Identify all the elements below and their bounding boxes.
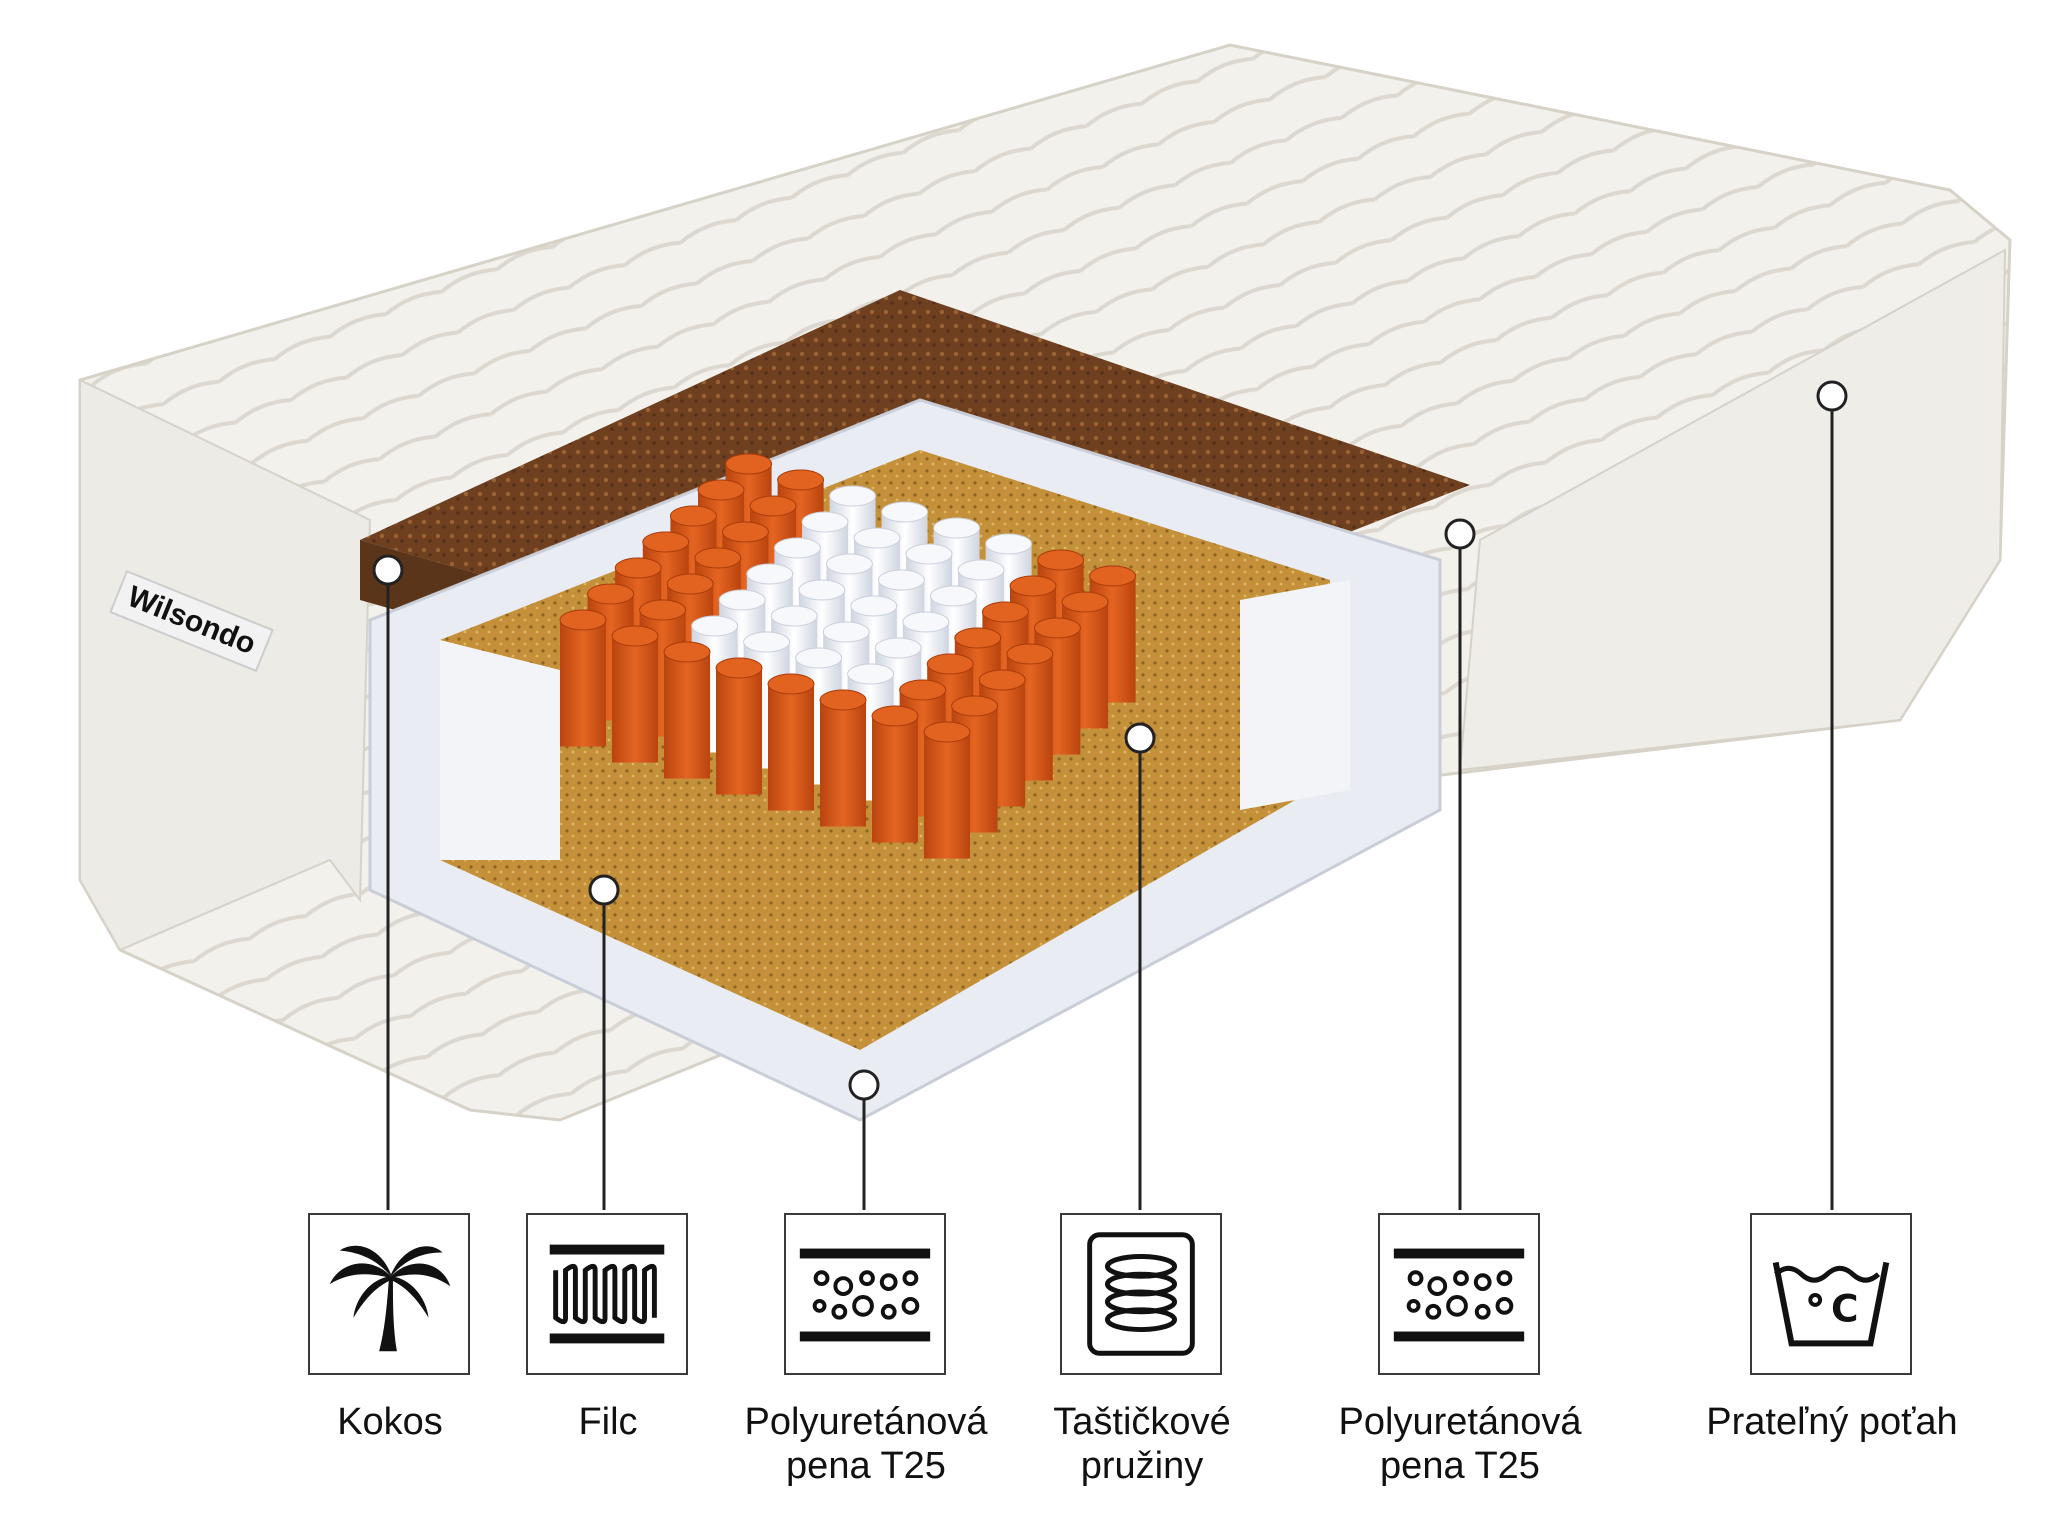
spring-48 [559,609,607,747]
label-filc: Filc [578,1401,638,1443]
callout-dot-springs [1124,722,1156,754]
spring-51 [715,657,763,795]
label-kokos: Kokos [337,1401,443,1443]
callout-dot-filc [588,874,620,906]
spring-54 [871,705,919,843]
callout-dot-foam-side [1444,518,1476,550]
spring-49 [611,625,659,763]
spring-52 [767,673,815,811]
label-foam-side: Polyuretánová pena T25 [1338,1401,1582,1487]
callout-dot-foam-bottom [848,1069,880,1101]
pocket-spring-icon [1060,1213,1222,1375]
washable-cover-icon: C [1750,1213,1912,1375]
spring-53 [819,689,867,827]
svg-text:C: C [1831,1287,1859,1331]
label-springs: Taštičkové pružiny [1053,1401,1231,1487]
felt-layer-icon [526,1213,688,1375]
pocket-springs [559,453,1137,859]
callout-dot-cover [1816,380,1848,412]
spring-55 [923,721,971,859]
spring-50 [663,641,711,779]
label-cover: Prateľný poťah [1706,1401,1958,1443]
palm-tree-icon [308,1213,470,1375]
foam-layer-icon [1378,1213,1540,1375]
foam-layer-icon [784,1213,946,1375]
callout-lines [372,380,1848,1210]
callout-dot-kokos [372,554,404,586]
label-foam-bottom: Polyuretánová pena T25 [744,1401,988,1487]
